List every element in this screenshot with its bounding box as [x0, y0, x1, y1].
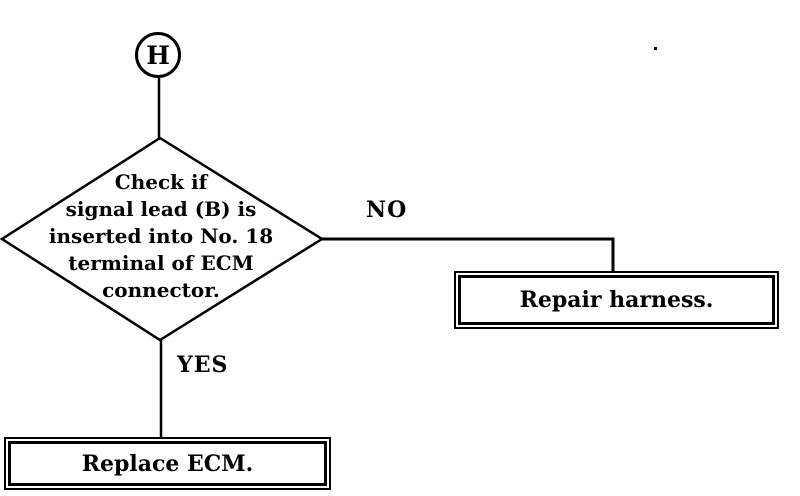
branch-line-no — [322, 237, 615, 273]
repair-harness-label: Repair harness. — [519, 287, 714, 313]
action-box-replace-ecm: Replace ECM. — [4, 437, 331, 490]
branch-label-yes: YES — [177, 352, 229, 378]
replace-ecm-label: Replace ECM. — [81, 450, 254, 477]
action-box-repair-harness-inner: Repair harness. — [458, 275, 775, 325]
action-box-repair-harness: Repair harness. — [454, 271, 779, 329]
connector-node-h: H — [135, 32, 181, 78]
branch-label-no: NO — [366, 197, 408, 223]
connector-label: H — [146, 40, 170, 70]
stray-dot-artifact — [654, 47, 657, 50]
decision-text: Check if signal lead (B) is inserted int… — [48, 170, 274, 302]
action-box-replace-ecm-inner: Replace ECM. — [8, 441, 327, 486]
